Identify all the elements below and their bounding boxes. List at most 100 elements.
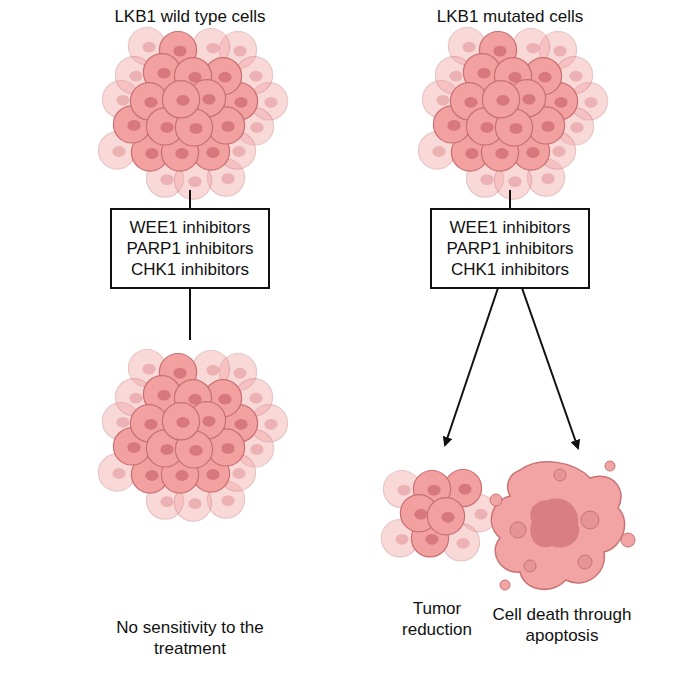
- nucleus: [202, 416, 215, 427]
- nucleus: [234, 419, 247, 430]
- nucleus: [232, 146, 245, 157]
- nucleus: [509, 123, 522, 134]
- nucleus: [458, 484, 471, 495]
- nucleus: [145, 470, 158, 481]
- connector-line: [189, 190, 191, 210]
- nucleus: [477, 68, 490, 79]
- caption-label: LKB1 mutated cells: [380, 6, 640, 27]
- cell: [427, 498, 464, 535]
- nucleus: [495, 148, 508, 159]
- nucleus: [206, 43, 219, 54]
- nucleus: [218, 72, 231, 83]
- nucleus: [249, 393, 262, 404]
- nucleus: [552, 146, 565, 157]
- nucleus: [176, 417, 189, 428]
- nucleus: [553, 46, 566, 57]
- nucleus: [160, 122, 173, 133]
- caption-label: Tumor reduction: [387, 598, 487, 640]
- nucleus: [116, 417, 129, 428]
- nucleus: [221, 443, 234, 454]
- nucleus: [160, 496, 173, 507]
- nucleus: [129, 71, 142, 82]
- nucleus: [538, 72, 551, 83]
- nucleus: [480, 174, 493, 185]
- nucleus: [541, 121, 554, 132]
- arrow: [445, 288, 498, 445]
- nucleus: [127, 120, 140, 131]
- nucleus: [414, 509, 427, 520]
- nucleus: [160, 444, 173, 455]
- nucleus: [397, 485, 410, 496]
- nucleus: [189, 123, 202, 134]
- cell: [162, 81, 199, 118]
- nucleus: [142, 42, 155, 53]
- box-text: PARP1 inhibitors: [126, 238, 253, 259]
- nucleus: [526, 147, 539, 158]
- nucleus: [233, 46, 246, 57]
- arrow: [522, 288, 578, 448]
- nucleus: [188, 498, 201, 509]
- nucleus: [221, 495, 234, 506]
- box-text: PARP1 inhibitors: [446, 238, 573, 259]
- nucleus: [526, 43, 539, 54]
- nucleus: [218, 394, 231, 405]
- nucleus: [441, 512, 454, 523]
- connector-line: [189, 286, 191, 340]
- nucleus: [232, 468, 245, 479]
- nucleus: [234, 97, 247, 108]
- process-box: WEE1 inhibitorsPARP1 inhibitorsCHK1 inhi…: [430, 208, 590, 289]
- nucleus: [157, 390, 170, 401]
- nucleus: [189, 445, 202, 456]
- nucleus: [464, 97, 477, 108]
- nucleus: [522, 94, 535, 105]
- nucleus: [447, 120, 460, 131]
- nucleus: [496, 95, 509, 106]
- nucleus: [584, 97, 597, 108]
- nucleus: [456, 538, 469, 549]
- nucleus: [425, 534, 438, 545]
- nucleus: [462, 42, 475, 53]
- nucleus: [465, 148, 478, 159]
- nucleus: [493, 46, 506, 57]
- process-box: WEE1 inhibitorsPARP1 inhibitorsCHK1 inhi…: [110, 208, 270, 289]
- nucleus: [160, 174, 173, 185]
- nucleus: [116, 95, 129, 106]
- nucleus: [145, 148, 158, 159]
- apoptotic-cell: [490, 461, 635, 590]
- nucleus: [144, 419, 157, 430]
- nucleus: [173, 368, 186, 379]
- nucleus: [129, 393, 142, 404]
- nucleus: [221, 173, 234, 184]
- nucleus: [480, 122, 493, 133]
- nucleus: [570, 122, 583, 133]
- nucleus: [176, 95, 189, 106]
- nucleus: [250, 444, 263, 455]
- nucleus: [206, 469, 219, 480]
- nucleus: [173, 46, 186, 57]
- nucleus: [449, 71, 462, 82]
- nucleus: [188, 176, 201, 187]
- nucleus: [206, 365, 219, 376]
- nucleus: [233, 368, 246, 379]
- nucleus: [202, 94, 215, 105]
- nucleus: [554, 97, 567, 108]
- nucleus: [112, 146, 125, 157]
- nucleus: [142, 364, 155, 375]
- nucleus: [221, 121, 234, 132]
- nucleus: [541, 173, 554, 184]
- nucleus: [474, 509, 487, 520]
- caption-label: No sensitivity to the treatment: [95, 617, 285, 659]
- nucleus: [569, 71, 582, 82]
- caption-label: LKB1 wild type cells: [60, 6, 320, 27]
- nucleus: [395, 534, 408, 545]
- nucleus: [264, 419, 277, 430]
- nucleus: [250, 122, 263, 133]
- box-text: CHK1 inhibitors: [451, 259, 569, 280]
- nucleus: [264, 97, 277, 108]
- nucleus: [436, 95, 449, 106]
- nucleus: [127, 442, 140, 453]
- nucleus: [206, 147, 219, 158]
- connector-line: [509, 190, 511, 210]
- nucleus: [175, 470, 188, 481]
